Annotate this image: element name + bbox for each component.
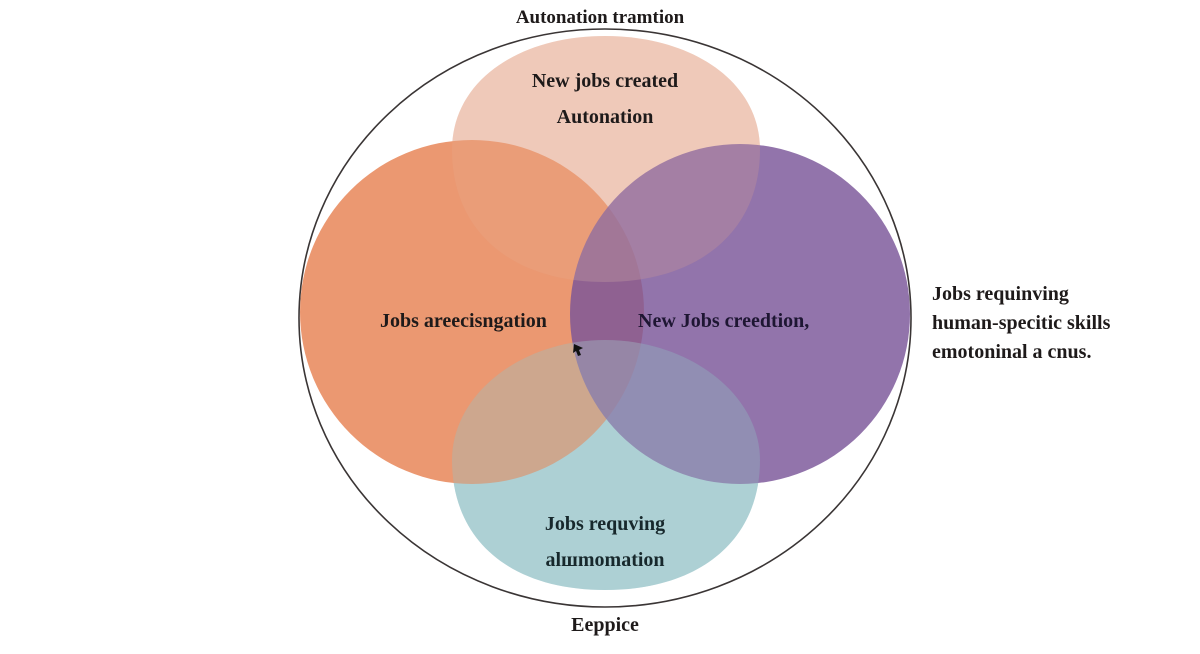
bottom-set-label-line2: alшmomation <box>545 549 665 571</box>
footer-label: Eeppice <box>571 614 639 636</box>
side-annotation-line3: emotoninal a cnus. <box>932 341 1092 363</box>
side-annotation: Jobs requinving human-specitic skills em… <box>932 280 1110 367</box>
right-set-shape <box>570 144 910 484</box>
side-annotation-line2: human-specitic skills <box>932 312 1111 334</box>
mouse-cursor-icon <box>573 344 583 356</box>
left-set-shape <box>300 140 644 484</box>
outer-circle <box>298 28 912 608</box>
left-set-label: Jobs areecisngation <box>380 310 547 332</box>
bottom-set-label-line1: Jobs requving <box>544 513 666 535</box>
top-set-overlay <box>452 36 760 282</box>
diagram-title: Autonation tramtion <box>515 7 685 28</box>
side-annotation-line1: Jobs requinving <box>932 283 1069 305</box>
bottom-set-overlay <box>452 340 760 590</box>
top-set-label-line1: New jobs created <box>531 70 679 92</box>
top-set-label-line2: Autonation <box>556 106 654 128</box>
right-set-label: New Jobs creedtion, <box>638 310 810 332</box>
